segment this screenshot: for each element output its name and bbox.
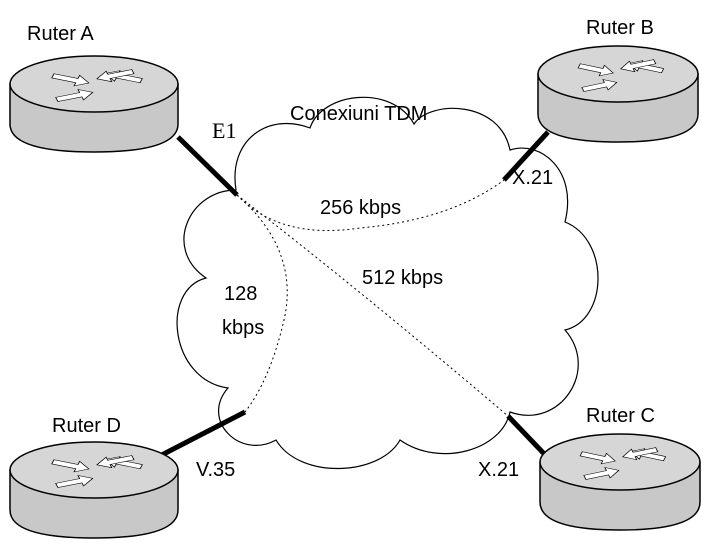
speed-a-d-label-line1: 128 bbox=[224, 283, 257, 305]
router-a-label: Ruter A bbox=[27, 23, 94, 45]
interface-d-label: V.35 bbox=[196, 459, 235, 481]
router-icon bbox=[9, 55, 179, 153]
interface-c-label: X.21 bbox=[478, 459, 519, 481]
router-icon bbox=[9, 441, 179, 539]
router-a[interactable] bbox=[9, 55, 179, 153]
router-b-label: Ruter B bbox=[586, 17, 654, 39]
interface-b-label: X.21 bbox=[512, 167, 553, 189]
speed-a-d-label-line2: kbps bbox=[222, 317, 264, 339]
router-d-label: Ruter D bbox=[52, 415, 121, 437]
router-b[interactable] bbox=[537, 45, 699, 143]
interface-a-label: E1 bbox=[212, 118, 236, 143]
link-c-x21 bbox=[506, 414, 552, 462]
cloud-label: Conexiuni TDM bbox=[290, 103, 427, 125]
router-d[interactable] bbox=[9, 441, 179, 539]
link-d-v35 bbox=[150, 409, 247, 463]
router-icon bbox=[537, 45, 699, 143]
dotted-a-b bbox=[236, 179, 505, 231]
dotted-a-c bbox=[236, 194, 509, 417]
speed-a-b-label: 256 kbps bbox=[320, 197, 401, 219]
tdm-cloud bbox=[176, 96, 599, 470]
speed-a-c-label: 512 kbps bbox=[362, 267, 443, 289]
dotted-a-d bbox=[236, 194, 288, 413]
link-a-e1 bbox=[176, 135, 239, 197]
link-b-x21 bbox=[502, 130, 550, 182]
router-c-label: Ruter C bbox=[586, 405, 655, 427]
router-c[interactable] bbox=[539, 433, 701, 531]
router-icon bbox=[539, 433, 701, 531]
